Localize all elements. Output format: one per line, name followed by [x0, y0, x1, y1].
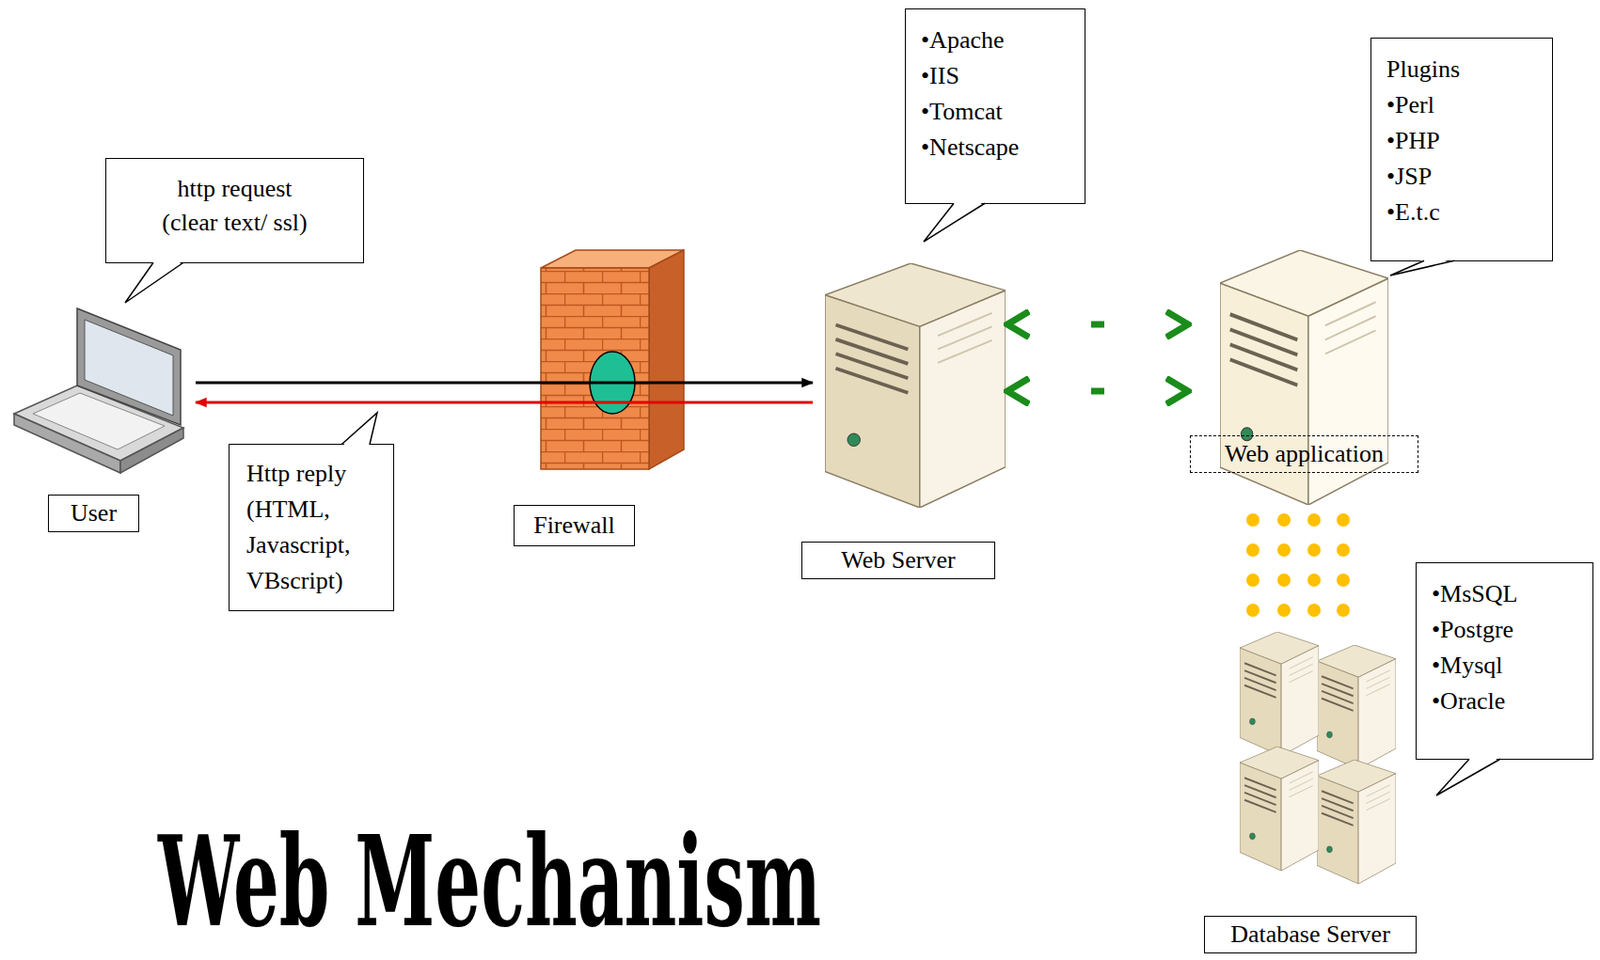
- callout-text: •Oracle: [1431, 683, 1578, 720]
- callout-tail: [1415, 562, 1417, 564]
- callout-tail-fill: [1390, 258, 1454, 276]
- callout-text: •Mysql: [1431, 648, 1578, 684]
- database-server-node: Database Server: [1203, 620, 1417, 954]
- firewall-label: Firewall: [513, 505, 635, 547]
- callout-text: http request (clear text/ ssl): [121, 172, 349, 240]
- callout-text: •MsSQL: [1431, 576, 1578, 613]
- callout-text: •IIS: [920, 58, 1070, 95]
- callout-tail-fill: [1436, 757, 1500, 796]
- node-label: Web application: [1189, 435, 1419, 474]
- callout-tail-fill: [125, 260, 183, 303]
- web-application-node: Web application: [1189, 250, 1419, 474]
- callout-text: Plugins: [1386, 51, 1537, 88]
- database-server-icon: [1316, 645, 1396, 770]
- callout-text: Http reply (HTML, Javascript, VBscript): [246, 456, 377, 600]
- callout-box: Http reply (HTML, Javascript, VBscript): [228, 443, 395, 612]
- web-server-icon: [824, 263, 1006, 508]
- callout-tail-outline: [125, 262, 184, 303]
- node-label: Firewall: [525, 510, 623, 541]
- callout-tail-outline: [341, 412, 378, 445]
- callout-text: •JSP: [1386, 158, 1537, 195]
- connector: [195, 401, 813, 405]
- callout-tail-fill: [923, 201, 984, 242]
- firewall-icon: [540, 250, 684, 470]
- callout-text: •Netscape: [920, 129, 1070, 166]
- callout-tail-outline: [1436, 759, 1501, 796]
- callout-box: •MsSQL•Postgre•Mysql•Oracle: [1415, 562, 1594, 761]
- callout-tail: [1370, 37, 1372, 39]
- user-node: User: [10, 300, 194, 533]
- connector: [1007, 388, 1189, 396]
- laptop-icon: [14, 308, 184, 474]
- callout-text: •Tomcat: [920, 94, 1070, 130]
- web-server-node: Web Server: [814, 263, 1006, 580]
- callout-text: •E.t.c: [1386, 194, 1537, 231]
- connector: [1252, 520, 1344, 617]
- callout-text: •Apache: [920, 22, 1070, 59]
- callout-tail: [228, 443, 230, 445]
- callout-tail: [105, 158, 107, 159]
- callout-box: http request (clear text/ ssl): [105, 158, 365, 264]
- callout-tail-outline: [1390, 260, 1455, 276]
- callout-text: •Perl: [1386, 87, 1537, 124]
- database-server-icon: [1316, 760, 1396, 885]
- callout-tail-outline: [923, 203, 985, 242]
- callout-box: Plugins•Perl•PHP•JSP•E.t.c: [1370, 37, 1553, 262]
- callout-tail: [904, 8, 906, 10]
- callout-text: •Postgre: [1431, 612, 1578, 649]
- database-server-icon: [1239, 632, 1319, 757]
- callout-box: •Apache•IIS•Tomcat•Netscape: [904, 8, 1086, 205]
- database-server-icon: [1239, 746, 1319, 872]
- title: Web Mechanism: [158, 820, 822, 945]
- callout-text: •PHP: [1386, 123, 1537, 159]
- node-label: Database Server: [1203, 916, 1417, 954]
- connector: [1007, 321, 1189, 329]
- node-label: Web Server: [801, 541, 996, 580]
- callout-tail-fill: [341, 412, 377, 447]
- connector: [195, 381, 813, 385]
- node-label: User: [47, 494, 140, 533]
